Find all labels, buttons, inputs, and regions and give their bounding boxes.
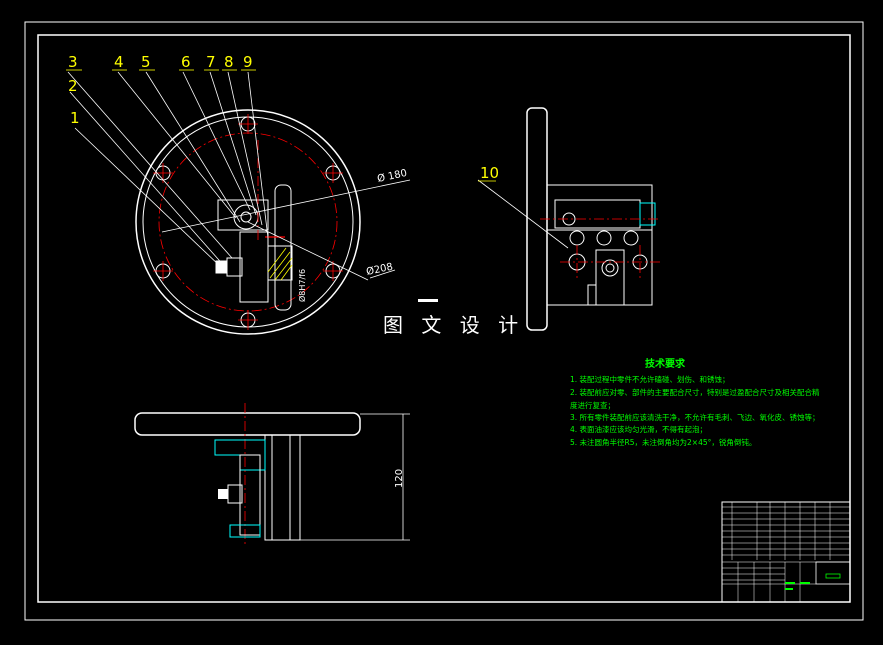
title-block [721,501,851,603]
part-label-2: 2 [68,77,78,95]
technical-requirements: 技术要求 1. 装配过程中零件不允许磕碰、划伤、和锈蚀； 2. 装配前应对零、部… [570,357,820,447]
leader-lines [67,71,269,269]
top-base [229,524,261,538]
dim-fit: Ø8H7/f6 [297,269,307,302]
tech-req-item-5: 5. 未注圆角半径R5，未注倒角均为2×45°，锐角倒钝。 [570,437,756,447]
part-label-8: 8 [224,53,234,71]
title-block-marker [825,573,841,579]
part-label-10: 10 [480,164,499,182]
height-dimension [300,413,410,541]
part-label-9: 9 [243,53,253,71]
tech-req-heading: 技术要求 [645,357,686,370]
part-label-7: 7 [206,53,216,71]
end-cap [639,202,656,226]
upper-block [546,184,653,231]
handle [274,184,292,311]
part-label-6: 6 [181,53,191,71]
bracket [264,434,301,541]
inner-upper-block [554,199,641,229]
plate-outer-circle [135,109,361,335]
front-view: 1 2 3 4 5 6 7 8 9 Ø 180 Ø208 Ø8H7/f6 [66,53,411,335]
part-label-5: 5 [141,53,151,71]
dim-dia-180: Ø 180 [376,167,408,185]
inner-frame [37,34,851,603]
top-view: 120 [134,403,410,545]
tech-req-item-1: 1. 装配过程中零件不允许磕碰、划伤、和锈蚀； [570,374,730,384]
side-view-components [562,212,648,306]
title-mark [418,299,438,302]
cam-pin [240,211,252,223]
tech-req-item-2b: 度进行复查； [570,400,615,410]
plate-top [134,412,361,436]
top-bolt-head [218,489,228,499]
top-body [239,454,261,536]
bolt-hole-centers [153,114,343,330]
part-label-1: 1 [70,109,80,127]
dim-height: 120 [394,469,405,488]
dim-dia-208: Ø208 [365,261,394,278]
clamp-mechanism [215,184,293,311]
drawing-title: 图 文 设 计 [383,313,524,337]
title-block-frame [721,501,851,603]
body-block [239,231,269,303]
tech-req-item-2: 2. 装配前应对零、部件的主要配合尺寸，特别是过盈配合尺寸及相关配合精 [570,387,820,397]
side-view: 10 [477,107,660,331]
section-hatch [267,247,293,281]
tech-req-item-4: 4. 表面油漆应该均匀光滑，不得有起泡； [570,424,707,434]
part-label-3: 3 [68,53,78,71]
side-center-lines [540,218,660,280]
tech-req-item-3: 3. 所有零件装配前应该清洗干净，不允许有毛刺、飞边、氧化皮、锈蚀等； [570,412,820,422]
bracket-inner [271,434,291,541]
title-block-cell [815,561,851,585]
dimension-lines [161,179,411,281]
clamp-block [217,199,269,231]
leader-line-10 [477,179,569,249]
title-block-grid [722,502,850,602]
guide-block [267,245,293,281]
part-label-4: 4 [114,53,124,71]
title-block-green-marks [785,582,810,590]
part-number-labels: 1 2 3 4 5 6 7 8 9 [68,53,253,127]
outer-frame [24,21,864,621]
